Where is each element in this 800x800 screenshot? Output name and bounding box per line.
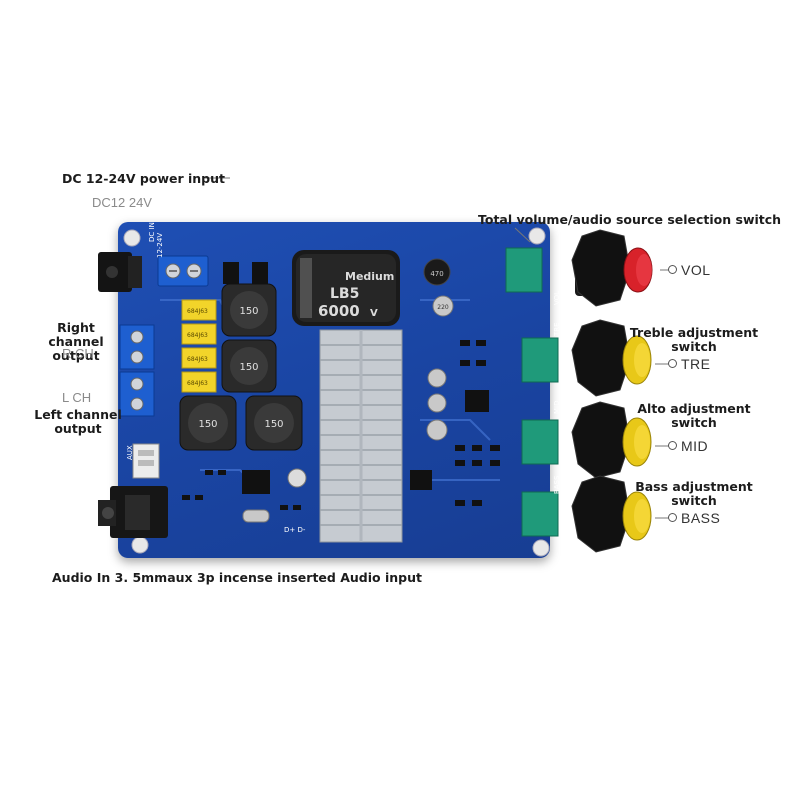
film-cap-marking: 684J63 [187,380,208,387]
power-input-ghost-label: DC12 24V [92,195,152,210]
vol-label: VOL [681,262,711,278]
mounting-hole [528,227,546,245]
potentiometer-bodies [505,247,559,537]
crystal-oscillator [242,509,270,523]
film-cap-marking: 684J63 [187,308,208,315]
smd-cap-marking: 220 [437,304,449,311]
small-cap-marking: 470 [430,270,443,278]
bass-line2: switch [671,493,717,508]
smd-resistors [182,340,500,510]
bass-knob[interactable] [571,475,652,553]
power-screw-terminal [157,255,209,287]
audio-input-annotation: Audio In 3. 5mmaux 3p incense inserted A… [52,570,422,585]
left-channel-annotation: Left channel output [32,408,124,436]
volume-switch-annotation: Total volume/audio source selection swit… [478,212,782,227]
film-cap-marking: 684J63 [187,332,208,339]
smd-component [252,262,268,284]
inductors [179,283,303,451]
smd-component [223,262,239,284]
film-capacitors [181,299,217,393]
aux-audio-jack [98,486,168,538]
main-electrolytic-capacitor [292,250,400,326]
left-channel-line2: output [54,421,102,436]
silk-rca: D+ D- [284,526,306,534]
alto-annotation: Alto adjustment switch [628,402,760,430]
left-channel-line1: Left channel [34,407,122,422]
mounting-hole [532,539,550,557]
right-channel-annotation: Right channel output [30,321,122,363]
heatsink [319,329,403,543]
right-channel-line2: output [52,348,100,363]
bass-label: BASS [681,510,721,526]
alto-line1: Alto adjustment [637,401,751,416]
inductor-marking: 150 [239,306,258,317]
capacitor-label: LB5 [330,286,359,302]
treble-annotation: Treble adjustment switch [628,326,760,354]
mid-pointer-icon [668,441,677,450]
tre-label: TRE [681,356,711,372]
right-channel-line1: Right channel [48,320,104,349]
capacitor-label: 6000 [318,302,360,320]
small-capacitors [287,258,454,488]
treble-line1: Treble adjustment [629,325,759,340]
tre-pointer-icon [668,359,677,368]
capacitor-label: Medium [345,270,394,283]
bass-annotation: Bass adjustment switch [628,480,760,508]
inductor-marking: 150 [239,362,258,373]
volume-knob[interactable] [571,229,653,307]
mid-label: MID [681,438,709,454]
inductor-marking: 150 [264,419,283,430]
inductor-marking: 150 [198,419,217,430]
capacitor-label: V [370,308,378,319]
film-cap-marking: 684J63 [187,356,208,363]
vol-pointer-icon [668,265,677,274]
power-input-annotation: DC 12-24V power input [62,171,225,186]
bass-pointer-icon [668,513,677,522]
treble-line2: switch [671,339,717,354]
right-channel-ghost-label: R CH [62,346,94,361]
ic-chip [465,390,489,412]
mounting-hole [123,229,141,247]
left-channel-ghost-label: L CH [62,390,92,405]
treble-knob[interactable] [571,319,652,397]
ic-chip [242,470,270,494]
ic-chip [410,470,432,490]
alto-line2: switch [671,415,717,430]
bass-line1: Bass adjustment [635,479,753,494]
